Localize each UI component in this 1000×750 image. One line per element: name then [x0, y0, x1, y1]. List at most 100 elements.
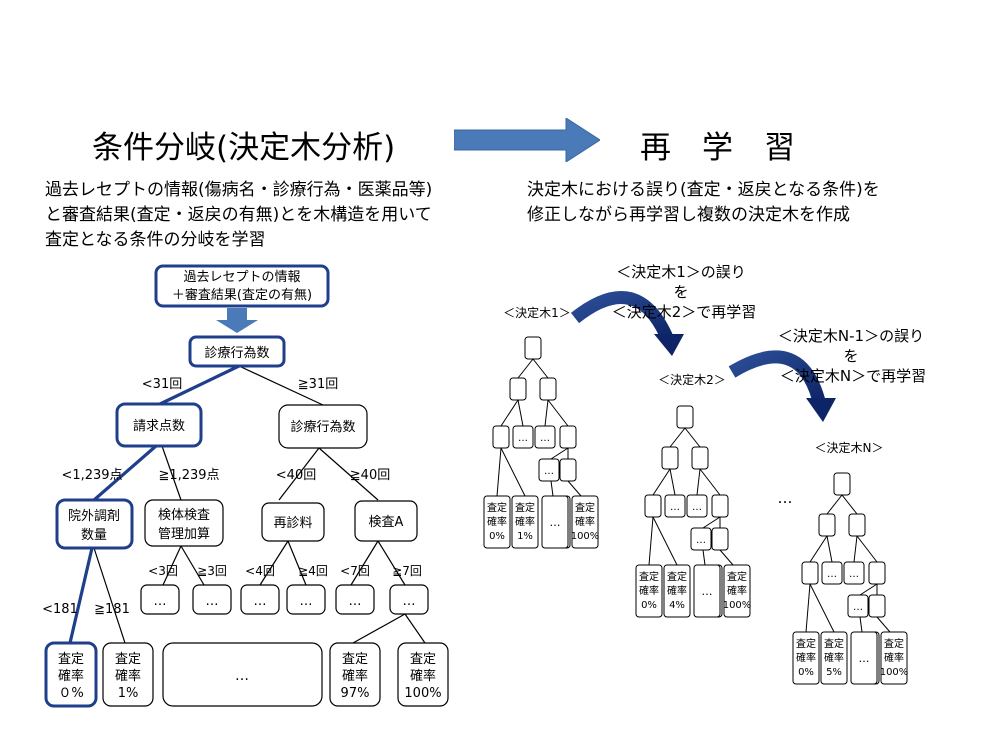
edge-label: ≧40回	[350, 468, 390, 483]
mini-tree-root	[524, 336, 542, 360]
mini-tree-ellipsis-node	[847, 594, 869, 618]
mini-tree-leaf-label: 査定	[667, 570, 687, 583]
mini-tree-node	[691, 446, 709, 470]
mini-tree-leaf-label: 確率	[824, 651, 844, 664]
mini-tree-ellipsis-text: …	[696, 535, 706, 546]
mini-tree-leaf-label: 確率	[884, 651, 904, 664]
mini-tree-leaf-label: 確率	[796, 651, 816, 664]
node-ingai-line: 院外調剤	[68, 508, 120, 524]
mini-tree-ellipsis-node	[821, 561, 843, 585]
edge-label: ≧4回	[298, 564, 328, 578]
mini-tree-leaf-value: 100%	[723, 600, 752, 611]
trees-ellipsis: …	[778, 489, 793, 507]
mini-tree-ellipsis-node	[664, 494, 686, 518]
right-desc-line: 修正しながら再学習し複数の決定木を作成	[527, 205, 850, 225]
mini-tree-leaf	[880, 631, 908, 685]
mini-tree-edge	[567, 480, 582, 497]
mini-tree-leaf	[723, 564, 751, 618]
mini-tree-leaf-label: 査定	[515, 501, 535, 514]
mini-tree-edge	[669, 427, 686, 448]
mini-tree-edge	[532, 358, 549, 379]
mini-tree-node	[868, 594, 886, 618]
tree1-label: ＜決定木1＞	[503, 305, 571, 320]
mini-tree-ellipsis-text: …	[827, 569, 837, 580]
mini-tree-ellipsis-text: …	[540, 433, 550, 444]
note-line: ＜決定木1＞の誤り	[616, 263, 746, 281]
mini-tree-edge	[517, 358, 534, 379]
mini-tree-leaf-label: 確率	[727, 584, 747, 597]
left-desc-line: と審査結果(査定・返戻の有無)とを木構造を用いて	[45, 205, 432, 225]
leaf-value: 97%	[341, 686, 370, 701]
mini-tree-edge	[669, 468, 676, 496]
mini-tree-edge	[547, 399, 569, 427]
node-shinryo2-box	[278, 404, 368, 449]
retrain-note-2: ＜決定木N-1＞の誤り を ＜決定木N＞で再学習	[778, 327, 926, 385]
mini-tree-node	[644, 494, 662, 518]
mini-tree-edge	[856, 535, 878, 563]
mini-trees-group: ………査定確率0%査定確率1%査定確率97%査定確率100%…………査定確率0%…	[483, 336, 908, 685]
mini-tree-node	[711, 494, 729, 518]
mini-tree-leaf-label: 査定	[796, 637, 816, 650]
tree2-label: ＜決定木2＞	[658, 372, 726, 387]
ellipsis-node	[389, 584, 429, 615]
mini-tree-ellipsis-text: …	[670, 502, 680, 513]
root-node-line: ＋審査結果(査定の有無)	[172, 288, 312, 303]
mini-tree-leaf-value: 1%	[517, 531, 533, 542]
edge-label: <40回	[276, 468, 316, 483]
mini-tree-leaf-label: 査定	[487, 501, 507, 514]
mini-tree-edge	[648, 516, 654, 566]
mini-tree-edge	[550, 480, 554, 497]
mini-tree-edge	[702, 516, 721, 529]
leaf-label: 確率	[115, 668, 141, 684]
mini-tree-leaf-value: 0%	[641, 600, 657, 611]
edge-label: <1,239点	[61, 468, 122, 483]
mini-tree-edge	[702, 549, 706, 566]
mini-tree-leaf	[792, 631, 820, 685]
mini-tree-edge	[652, 468, 671, 496]
mini-tree-edge	[805, 583, 811, 633]
ellipsis-text: …	[300, 594, 313, 609]
mini-tree-edge	[809, 583, 835, 633]
mini-tree-ellipsis-leaf	[693, 564, 721, 618]
mini-tree-ellipsis-node	[690, 527, 712, 551]
note-line: ＜決定木N＞で再学習	[780, 367, 926, 385]
mini-tree-ellipsis-text: …	[544, 466, 554, 477]
mini-tree-leaf-label: 査定	[884, 637, 904, 650]
left-decision-tree: 過去レセプトの情報 ＋審査結果(査定の有無) 診療行為数 <31回 ≧31回 請…	[42, 264, 449, 708]
leaf-box	[102, 642, 154, 707]
mini-tree-ellipsis-node	[512, 425, 534, 449]
left-description: 過去レセプトの情報(傷病名・診療行為・医薬品等) と審査結果(査定・返戻の有無)…	[45, 178, 432, 253]
ellipsis-text: …	[235, 668, 249, 684]
mini-tree-root	[676, 405, 694, 429]
note-line: を	[843, 347, 858, 365]
down-arrow-icon	[216, 308, 258, 333]
ellipsis-text: …	[403, 594, 416, 609]
node-kensa-box	[354, 500, 418, 542]
right-description: 決定木における誤り(査定・返戻となる条件)を 修正しながら再学習し複数の決定木を…	[527, 178, 880, 228]
edge-label: <4回	[245, 564, 275, 578]
mini-tree-leaf	[663, 564, 691, 618]
mini-tree-edge	[496, 447, 502, 497]
mini-tree-leaf-value: 100%	[571, 531, 600, 542]
mini-tree-leaf-value: 5%	[826, 667, 842, 678]
mini-tree-node	[539, 377, 557, 401]
leaf-label: 確率	[58, 668, 84, 684]
mini-tree-ellipsis-text: …	[849, 569, 859, 580]
node-ingai-box	[55, 498, 134, 550]
ellipsis-text: …	[206, 594, 219, 609]
edge-label: <181	[42, 602, 78, 617]
root-node-line: 過去レセプトの情報	[183, 270, 300, 285]
mini-tree-edge	[809, 535, 828, 563]
mini-tree-node	[711, 527, 729, 551]
mini-tree-node	[818, 513, 836, 537]
mini-tree-leaf	[820, 631, 848, 685]
mini-tree-ellipsis-text: …	[518, 433, 528, 444]
mini-tree-node	[868, 561, 886, 585]
leaf-box	[397, 642, 449, 707]
mini-tree-ellipsis-leaf	[541, 495, 569, 549]
mini-tree-leaf-value: 0%	[798, 667, 814, 678]
mini-tree-edge	[841, 494, 858, 515]
leaf-box	[329, 642, 381, 707]
ellipsis-node	[240, 584, 280, 615]
node-seikyu-box	[115, 402, 203, 448]
